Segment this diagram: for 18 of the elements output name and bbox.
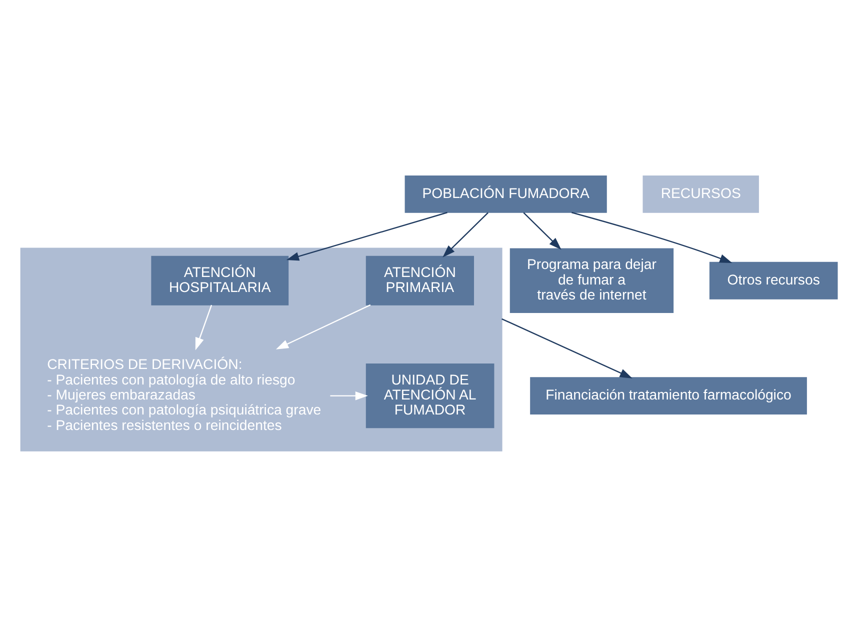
node-box: Financiación tratamiento farmacológico [530, 377, 807, 414]
arrow [330, 391, 368, 400]
node-box: UNIDAD DE ATENCIÓN AL FUMADOR [366, 363, 494, 428]
arrow [195, 304, 212, 350]
arrow [502, 318, 632, 378]
arrow [571, 212, 732, 263]
node-box: Programa para dejar de fumar a través de internet [510, 248, 674, 313]
node-box: RECURSOS [642, 176, 759, 213]
arrow [286, 212, 448, 261]
arrow [523, 212, 562, 250]
node-box: ATENCIÓN PRIMARIA [366, 256, 474, 306]
arrow [276, 304, 371, 350]
node-text: CRITERIOS DE DERIVACIÓN: - Pacientes con patología de alto riesgo - Mujeres embarazadas - Pacientes con patología psiquiátrica grave - Pacientes resistentes o reincidentes [47, 356, 322, 433]
node-box: ATENCIÓN HOSPITALARIA [151, 256, 289, 306]
node-box: Otros recursos [709, 262, 838, 300]
arrow [442, 212, 488, 258]
node-box: POBLACIÓN FUMADORA [404, 176, 607, 213]
cluster [20, 248, 502, 452]
